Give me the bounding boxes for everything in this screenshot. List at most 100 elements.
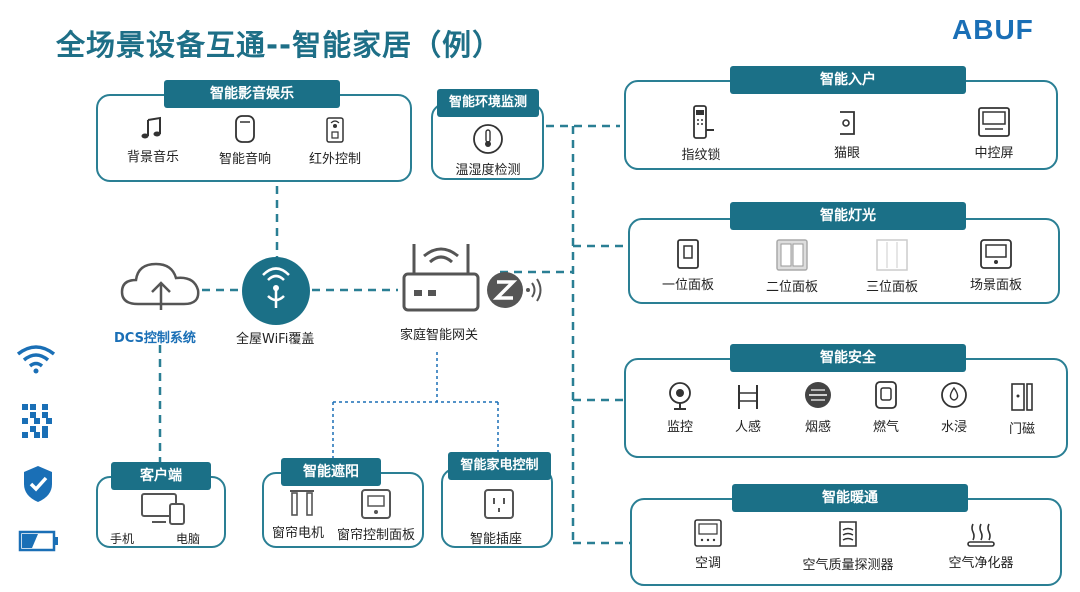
air-purifier-icon xyxy=(967,523,995,547)
brand-text: ABUF xyxy=(952,14,1034,45)
item-2-gang-panel[interactable]: 二位面板 xyxy=(760,238,824,295)
item-curtain-panel[interactable] xyxy=(356,488,396,524)
item-door-sensor[interactable]: 门磁 xyxy=(998,382,1046,437)
client-pc-label: 电脑 xyxy=(176,532,201,546)
two-gang-switch-icon xyxy=(776,239,808,271)
item-label: 二位面板 xyxy=(765,280,818,295)
item-ir-control[interactable]: 红外控制 xyxy=(300,116,370,167)
shield-icon xyxy=(24,466,52,502)
item-label: 监控 xyxy=(666,420,693,435)
air-quality-sensor-icon xyxy=(839,521,857,547)
item-label: 一位面板 xyxy=(661,278,714,293)
item-air-purifier[interactable]: 空气净化器 xyxy=(936,520,1026,571)
item-curtain-motor[interactable] xyxy=(276,488,328,522)
item-smart-socket[interactable] xyxy=(474,488,524,524)
thermometer-icon xyxy=(473,124,503,154)
router-icon xyxy=(402,244,542,312)
group-hvac-title: 智能暖通 xyxy=(732,484,968,512)
thermostat-icon xyxy=(694,519,722,547)
one-gang-switch-icon xyxy=(677,239,699,269)
item-gas-detector[interactable]: 燃气 xyxy=(862,380,910,435)
remote-control-icon xyxy=(326,117,344,143)
group-shade-title: 智能遮阳 xyxy=(281,458,381,486)
item-label: 空气质量探测器 xyxy=(802,558,894,573)
group-env-title: 智能环境监测 xyxy=(437,89,539,117)
item-smart-speaker[interactable]: 智能音响 xyxy=(210,114,280,167)
item-label: 烟感 xyxy=(804,420,831,435)
smoke-detector-icon xyxy=(805,382,831,408)
item-motion-sensor[interactable]: 人感 xyxy=(724,382,772,435)
three-gang-switch-icon xyxy=(876,239,908,271)
item-smoke-detector[interactable]: 烟感 xyxy=(794,380,842,435)
camera-icon xyxy=(669,382,691,410)
group-entertainment-title: 智能影音娱乐 xyxy=(164,80,340,108)
group-security-title: 智能安全 xyxy=(730,344,966,372)
devices-icon xyxy=(141,493,185,525)
curtain-panel-label: 窗帘控制面板 xyxy=(337,528,416,543)
wifi-antenna-icon xyxy=(242,257,310,325)
item-3-gang-panel[interactable]: 三位面板 xyxy=(860,238,924,295)
item-label: 三位面板 xyxy=(865,280,918,295)
motion-sensor-icon xyxy=(738,385,758,409)
peephole-icon xyxy=(840,111,855,135)
brand-logo: ABUF xyxy=(952,14,1034,46)
home-gateway[interactable] xyxy=(398,238,548,322)
curtain-motor-label: 窗帘电机 xyxy=(272,526,325,541)
item-central-screen[interactable]: 中控屏 xyxy=(964,106,1024,161)
item-1-gang-panel[interactable]: 一位面板 xyxy=(656,238,720,293)
cloud-dcs[interactable] xyxy=(118,254,204,320)
item-label: 背景音乐 xyxy=(126,150,179,165)
cloud-dcs-label: DCS控制系统 xyxy=(114,331,196,346)
client-devices[interactable] xyxy=(140,492,186,530)
item-water-leak[interactable]: 水浸 xyxy=(930,380,978,435)
group-entry-title: 智能入户 xyxy=(730,66,966,94)
item-scene-panel[interactable]: 场景面板 xyxy=(964,238,1028,293)
group-appliance xyxy=(441,468,553,548)
speaker-icon xyxy=(235,115,255,143)
socket-icon xyxy=(484,489,514,519)
item-peephole[interactable]: 猫眼 xyxy=(822,108,872,161)
bluetooth-icon xyxy=(22,404,52,438)
wifi-coverage-label: 全屋WiFi覆盖 xyxy=(236,332,315,347)
group-client-title: 客户端 xyxy=(111,462,211,490)
battery-icon xyxy=(18,530,58,552)
wifi-icon xyxy=(16,345,56,374)
item-label: 中控屏 xyxy=(974,146,1014,161)
item-fingerprint-lock[interactable]: 指纹锁 xyxy=(676,104,726,163)
water-leak-icon xyxy=(941,382,967,408)
fingerprint-lock-icon xyxy=(693,105,714,139)
music-note-icon xyxy=(141,116,161,139)
control-panel-icon xyxy=(361,489,391,519)
item-label: 猫眼 xyxy=(833,146,860,161)
item-label: 智能音响 xyxy=(218,152,271,167)
cloud-upload-icon xyxy=(120,262,200,310)
group-light-title: 智能灯光 xyxy=(730,202,966,230)
wifi-coverage[interactable] xyxy=(226,256,326,330)
smart-socket-label: 智能插座 xyxy=(470,532,523,547)
item-air-conditioner[interactable]: 空调 xyxy=(684,518,732,571)
central-screen-icon xyxy=(978,107,1010,137)
curtain-icon xyxy=(290,490,314,516)
item-label: 空调 xyxy=(694,556,721,571)
group-entry xyxy=(624,80,1058,170)
client-phone-label: 手机 xyxy=(110,532,135,546)
item-air-quality-sensor[interactable]: 空气质量探测器 xyxy=(792,518,904,573)
item-label: 人感 xyxy=(734,420,761,435)
item-label: 水浸 xyxy=(940,420,967,435)
item-label: 指纹锁 xyxy=(681,148,721,163)
scene-panel-icon xyxy=(980,239,1012,269)
page-title: 全场景设备互通--智能家居（例） xyxy=(56,28,503,62)
item-label: 场景面板 xyxy=(969,278,1022,293)
group-appliance-title: 智能家电控制 xyxy=(448,452,551,480)
item-label: 红外控制 xyxy=(308,152,361,167)
item-label: 温湿度检测 xyxy=(455,163,521,178)
gas-detector-icon xyxy=(875,381,897,409)
door-sensor-icon xyxy=(1011,383,1033,411)
item-background-music[interactable]: 背景音乐 xyxy=(118,116,188,165)
item-label: 门磁 xyxy=(1008,422,1035,437)
item-label: 空气净化器 xyxy=(948,556,1014,571)
home-gateway-label: 家庭智能网关 xyxy=(400,328,479,343)
item-temp-humidity[interactable]: 温湿度检测 xyxy=(450,123,526,178)
item-camera[interactable]: 监控 xyxy=(656,380,704,435)
